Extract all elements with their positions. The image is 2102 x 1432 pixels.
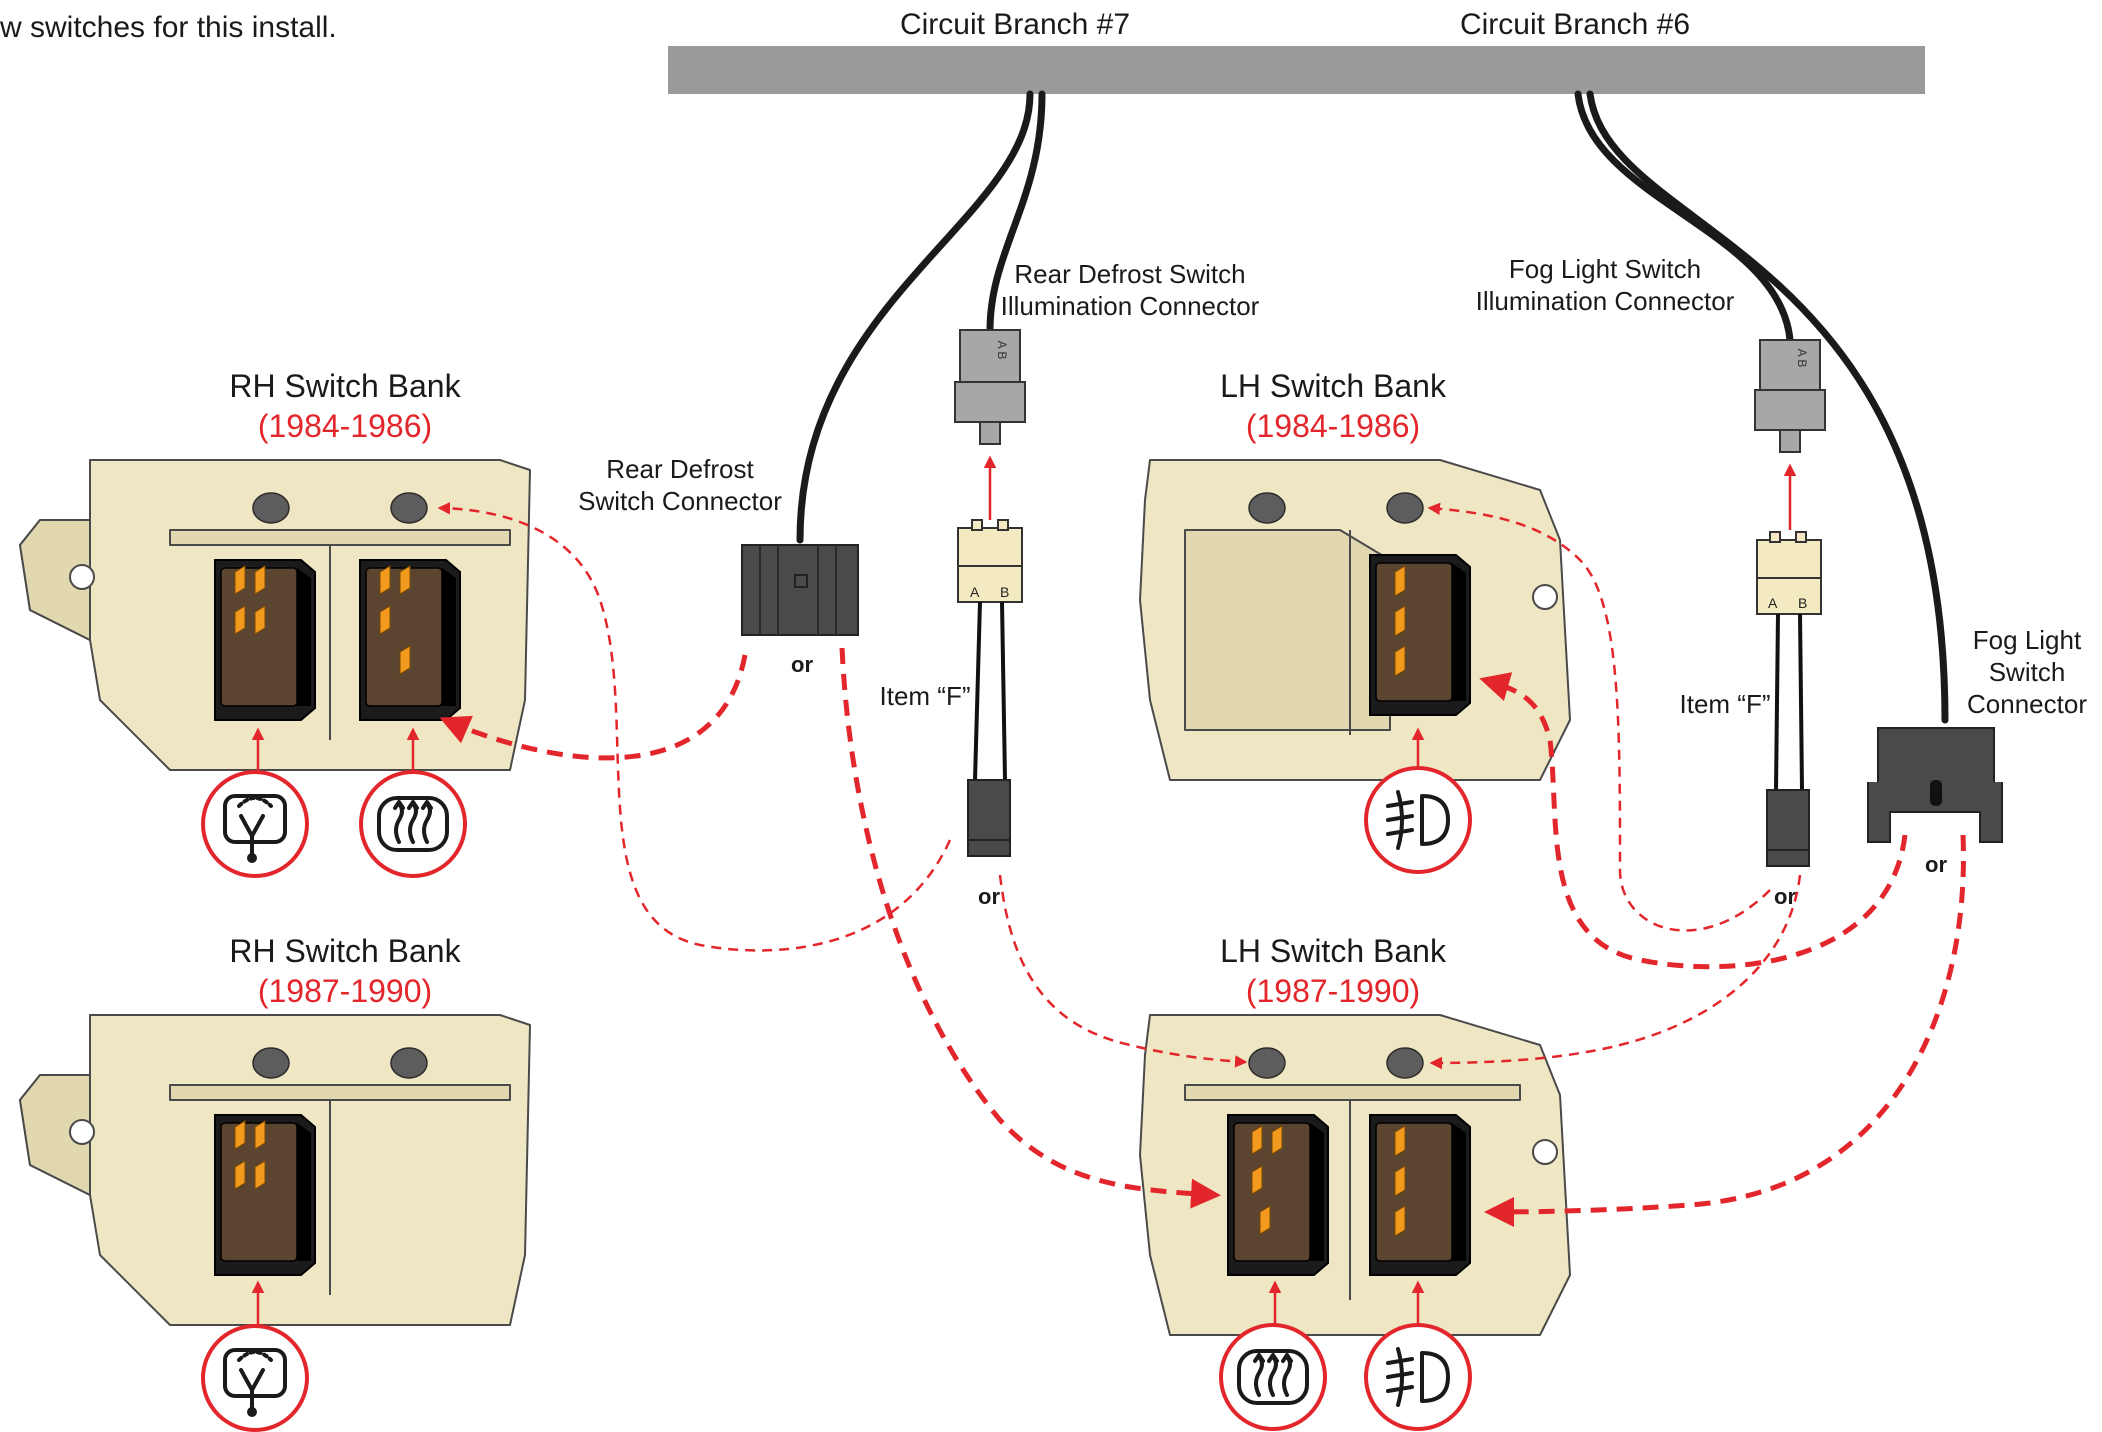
or-label-1: or <box>791 652 813 677</box>
rear-defrost-switch-label-2: Switch Connector <box>578 486 782 516</box>
route-itemf-to-lh-late-fog-clip <box>1429 874 1802 1070</box>
fog-illum-connector: A B <box>1754 339 1826 453</box>
svg-text:A: A <box>1768 595 1778 611</box>
route-itemf-to-lh-early-clip <box>1427 502 1771 932</box>
lh-switch-bank-1984-1986 <box>1139 459 1571 781</box>
svg-text:B: B <box>1798 595 1807 611</box>
route-defrost-to-lh-late <box>839 647 1221 1209</box>
lh-late-title: LH Switch Bank <box>1220 933 1447 969</box>
rh-early-years: (1984-1986) <box>258 408 432 444</box>
svg-text:A: A <box>970 584 980 600</box>
branch-6-label: Circuit Branch #6 <box>1460 8 1690 41</box>
rh-early-title: RH Switch Bank <box>229 368 461 404</box>
rear-defrost-illum-wire <box>986 90 1046 334</box>
wiper-icon <box>201 1324 309 1432</box>
item-f-left-adapter: A B <box>957 519 1023 857</box>
or-label-2: or <box>978 884 1000 909</box>
or-label-3: or <box>1774 884 1796 909</box>
item-f-right-adapter: A B <box>1756 531 1822 867</box>
defrost-icon <box>1219 1323 1327 1431</box>
svg-text:A B: A B <box>1795 349 1809 368</box>
svg-text:B: B <box>1000 584 1009 600</box>
intro-text: w switches for this install. <box>0 11 337 44</box>
rh-late-years: (1987-1990) <box>258 973 432 1009</box>
fog-illum-label-1: Fog Light Switch <box>1509 254 1701 284</box>
or-label-4: or <box>1925 852 1947 877</box>
item-f-right-label: Item “F” <box>1680 689 1771 719</box>
lh-late-years: (1987-1990) <box>1246 973 1420 1009</box>
rear-defrost-switch-connector <box>741 544 859 636</box>
route-itemf-to-lh-late-clip <box>998 874 1248 1068</box>
item-f-left-label: Item “F” <box>880 681 971 711</box>
fog-icon <box>1364 1323 1472 1431</box>
lh-switch-bank-1987-1990 <box>1139 1014 1571 1336</box>
rear-defrost-illum-label-1: Rear Defrost Switch <box>1014 259 1245 289</box>
rear-defrost-illum-label-2: Illumination Connector <box>1001 291 1260 321</box>
lh-early-fog-switch <box>1369 554 1471 716</box>
svg-text:A B: A B <box>995 341 1009 360</box>
lh-early-years: (1984-1986) <box>1246 408 1420 444</box>
route-itemf-to-rh-early-clip <box>437 502 952 952</box>
rh-switch-bank-1987-1990 <box>19 1014 531 1326</box>
rear-defrost-switch-wire <box>796 90 1034 544</box>
route-fog-to-lh-early <box>1479 672 1908 970</box>
fog-switch-label-3: Connector <box>1967 689 2087 719</box>
rh-switch-bank-1984-1986 <box>19 459 531 771</box>
fog-switch-label-2: Switch <box>1989 657 2066 687</box>
rear-defrost-illum-connector: A B <box>954 329 1026 445</box>
fog-illum-wire <box>1574 90 1794 344</box>
lh-early-title: LH Switch Bank <box>1220 368 1447 404</box>
defrost-icon <box>359 770 467 878</box>
rh-late-title: RH Switch Bank <box>229 933 461 969</box>
wiper-icon <box>201 770 309 878</box>
fog-illum-label-2: Illumination Connector <box>1476 286 1735 316</box>
route-defrost-to-rh-early <box>439 654 748 761</box>
fog-switch-wire <box>1586 90 1949 724</box>
fog-switch-connector <box>1867 727 2003 843</box>
branch-7-label: Circuit Branch #7 <box>900 8 1130 41</box>
fog-switch-label-1: Fog Light <box>1973 625 2082 655</box>
lh-late-fog-switch <box>1369 1114 1471 1276</box>
fog-icon <box>1364 766 1472 874</box>
route-fog-to-lh-late <box>1484 834 1966 1227</box>
rear-defrost-switch-label-1: Rear Defrost <box>606 454 754 484</box>
circuit-bus <box>668 46 1925 94</box>
